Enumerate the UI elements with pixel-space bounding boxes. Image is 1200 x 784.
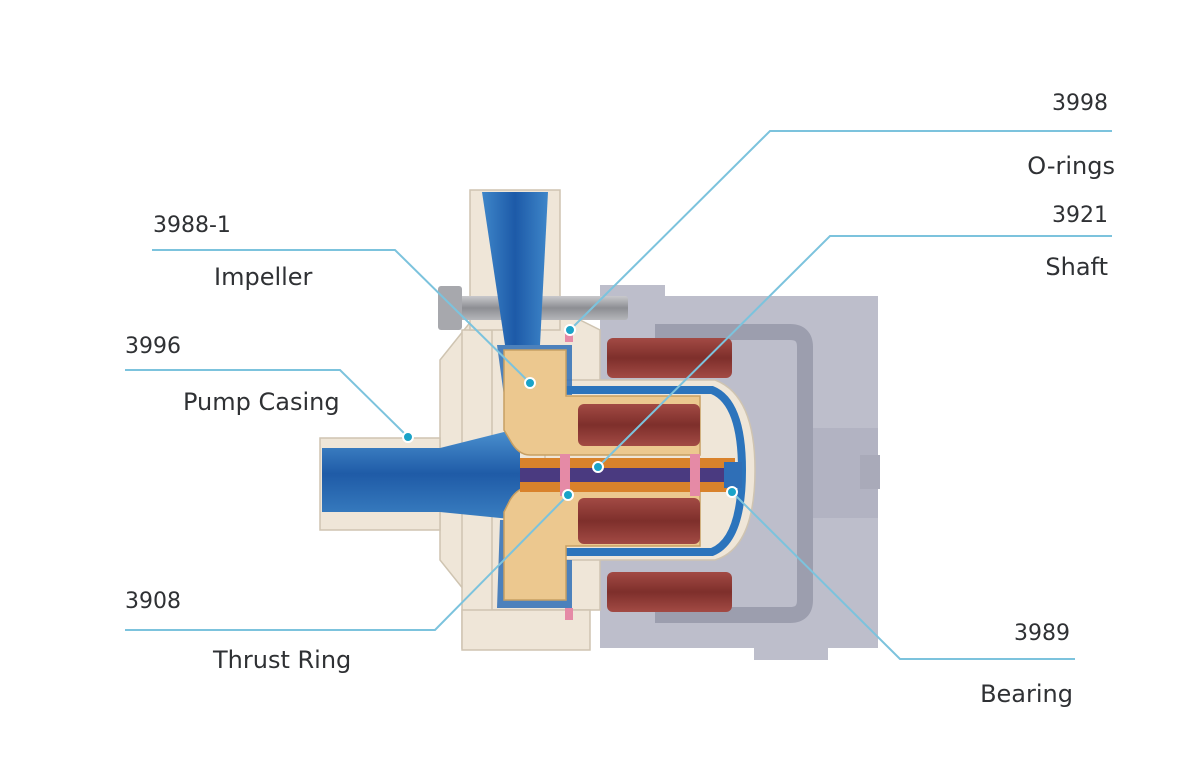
shaft-marker (592, 461, 604, 473)
magnets (578, 338, 732, 612)
o-rings-part-number: 3998 (1052, 91, 1108, 116)
bearing-label: Bearing (980, 680, 1073, 708)
impeller-part-number: 3988-1 (153, 213, 231, 238)
bearing-part-number: 3989 (1014, 621, 1070, 646)
pump-casing-label: Pump Casing (183, 388, 340, 416)
pump-casing-part-number: 3996 (125, 334, 181, 359)
seal-details (565, 330, 573, 620)
thrust-ring-part-number: 3908 (125, 589, 181, 614)
impeller-marker (524, 377, 536, 389)
bearing-marker (726, 486, 738, 498)
thrust-ring-leader (125, 494, 569, 631)
shaft (520, 454, 742, 496)
impeller-label: Impeller (214, 263, 313, 291)
pump-casing-marker (402, 431, 414, 443)
impeller-leader (152, 249, 531, 384)
thrust-ring-marker (562, 489, 574, 501)
thrust-ring-label: Thrust Ring (212, 646, 351, 674)
o-rings-leader (569, 130, 1112, 331)
shaft-label: Shaft (1045, 253, 1108, 281)
o-rings-marker (564, 324, 576, 336)
shaft-leader (597, 235, 1112, 468)
pump-casing-leader (125, 369, 409, 438)
bearing-leader (731, 491, 1075, 660)
o-rings-label: O-rings (1027, 152, 1115, 180)
shaft-part-number: 3921 (1052, 203, 1108, 228)
